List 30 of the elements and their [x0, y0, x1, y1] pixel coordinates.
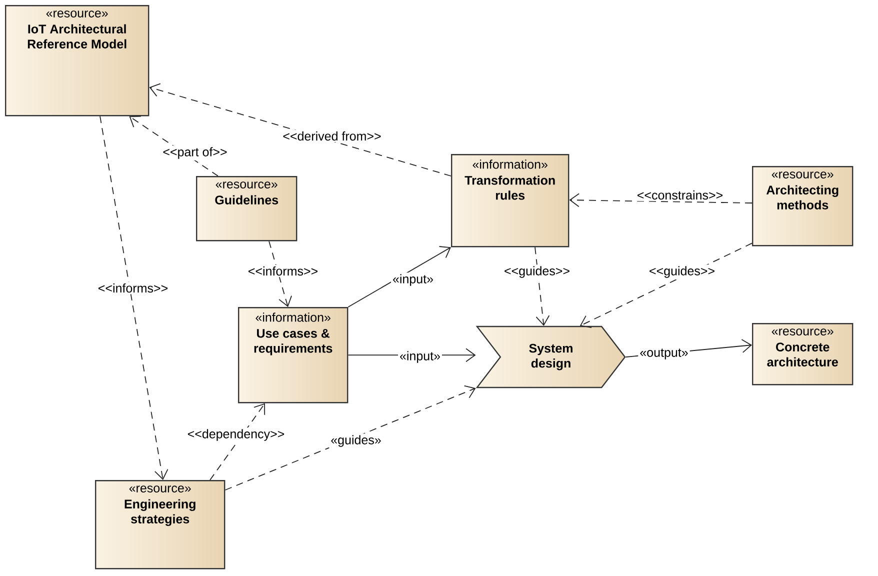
process-chevron: System design [476, 326, 626, 388]
arrow [348, 246, 451, 308]
resource-box: «resource» Engineering strategies [95, 480, 226, 570]
arrow [149, 83, 452, 176]
edge-label: <<dependency>> [188, 429, 284, 441]
edge-label: «guides» [331, 435, 381, 447]
arrow [580, 242, 752, 328]
resource-box: «resource» Concrete architecture [752, 323, 854, 386]
arrow [569, 193, 752, 208]
arrow [129, 116, 218, 176]
edge-label: <<guides>> [650, 266, 714, 278]
edge-label: «output» [640, 348, 688, 360]
arrow [224, 385, 476, 490]
resource-box: «information» Use cases & requirements [238, 307, 348, 404]
arrow [210, 403, 266, 480]
resource-box: «resource» Architecting methods [752, 166, 854, 246]
resource-box: «resource» Guidelines [196, 176, 298, 242]
arrow [100, 116, 168, 480]
edge-label: <<derived from>> [283, 131, 381, 141]
edge-label: <<informs>> [248, 266, 318, 276]
resource-box: «resource» IoT Architectural Reference Model [5, 5, 150, 116]
edge-label: «input» [400, 351, 440, 363]
edge-label: <<guides>> [504, 266, 570, 278]
resource-box: «information» Transformation rules [451, 154, 570, 248]
arrow [534, 246, 550, 326]
edge-label: <<informs>> [98, 283, 168, 293]
edge-label: «input» [393, 274, 433, 286]
edge-label: <<part of>> [163, 147, 227, 159]
arrow [268, 240, 292, 307]
edge-label: <<constrains>> [638, 190, 722, 200]
